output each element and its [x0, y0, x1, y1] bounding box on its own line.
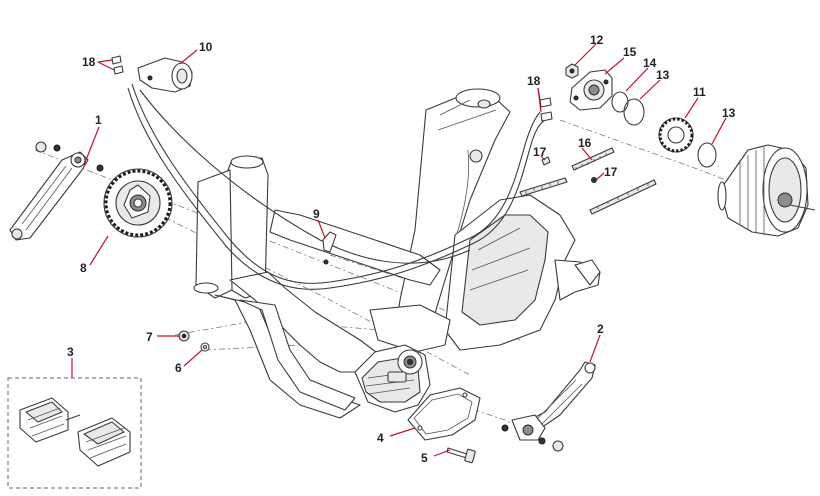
chain [519, 147, 657, 215]
cog-carrier [569, 69, 613, 111]
callout-13-hub-ring: 13 [722, 106, 736, 120]
callout-12: 12 [590, 33, 604, 47]
callout-6: 6 [175, 361, 182, 375]
pedal-left [19, 397, 81, 443]
cable-end-caps [539, 97, 553, 122]
chainring [103, 168, 173, 238]
rear-hub [717, 144, 816, 237]
lock-nut [565, 63, 579, 79]
pedals-box [7, 377, 142, 489]
brake-cables [127, 83, 549, 290]
cable-clip [322, 231, 337, 265]
callout-18-caps: 18 [527, 74, 541, 88]
callout-1: 1 [95, 113, 102, 127]
callout-16: 16 [578, 136, 592, 150]
callout-14: 14 [643, 56, 657, 70]
motor-cover [407, 387, 481, 441]
bike-frame [193, 88, 601, 419]
callout-11: 11 [693, 85, 706, 99]
callout-13-ring: 13 [656, 68, 670, 82]
left-crank [9, 141, 104, 241]
leader-lines [71, 43, 727, 457]
callout-17-pin: 17 [604, 165, 618, 179]
callout-5: 5 [421, 451, 428, 465]
drive-motor [354, 344, 431, 413]
callout-7: 7 [146, 330, 153, 344]
callout-2: 2 [597, 322, 604, 336]
axle-bolt [446, 447, 476, 464]
rear-sprocket [658, 117, 694, 153]
snap-rings [611, 91, 717, 168]
callout-17-link: 17 [533, 145, 547, 159]
callout-18-shifter-caps: 18 [82, 55, 96, 69]
callout-labels: 1 2 3 4 5 6 7 8 9 10 11 12 13 13 14 15 1… [67, 33, 736, 465]
callout-9: 9 [313, 207, 320, 221]
nut-and-washer [178, 330, 210, 352]
pedal-right [77, 417, 131, 467]
right-crank [501, 361, 596, 452]
callout-4: 4 [377, 431, 384, 445]
callout-8: 8 [80, 261, 87, 275]
callout-10: 10 [199, 40, 213, 54]
shifter [111, 55, 193, 93]
callout-15: 15 [623, 45, 637, 59]
callout-3: 3 [67, 345, 74, 359]
